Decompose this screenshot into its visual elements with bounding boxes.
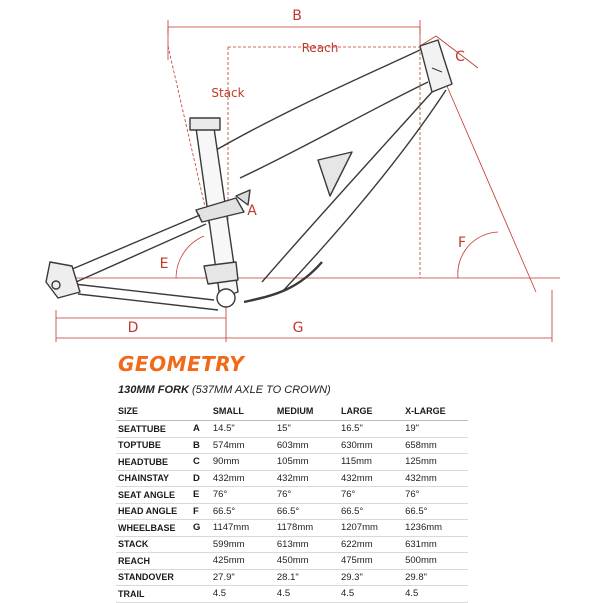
cell-large: 16.5" <box>338 420 404 438</box>
dimension-lines <box>55 20 560 342</box>
row-name: HEADTUBE <box>116 453 192 471</box>
row-letter: A <box>191 420 211 438</box>
cell-small: 76° <box>210 486 275 504</box>
row-letter <box>191 569 211 586</box>
geometry-table: SIZE SMALL MEDIUM LARGE X-LARGE SEATTUBE… <box>116 402 468 603</box>
row-name: HEAD ANGLE <box>116 503 192 520</box>
cell-small: 66.5° <box>210 503 275 520</box>
row-name: SEAT ANGLE <box>116 486 192 504</box>
cell-small: 599mm <box>210 536 275 553</box>
table-row: STANDOVER 27.9"28.1"29.3"29.8" <box>116 569 468 586</box>
row-letter: B <box>191 437 211 454</box>
cell-medium: 105mm <box>274 453 339 471</box>
row-letter <box>191 552 211 570</box>
cell-small: 1147mm <box>210 519 275 537</box>
row-name: WHEELBASE <box>116 519 192 537</box>
cell-large: 475mm <box>338 552 404 570</box>
cell-large: 115mm <box>338 453 404 471</box>
cell-large: 1207mm <box>338 519 404 537</box>
cell-large: 630mm <box>338 437 404 454</box>
label-stack: Stack <box>211 86 244 100</box>
header-size: SIZE <box>116 402 192 421</box>
cell-xlarge: 29.8" <box>403 569 468 586</box>
cell-large: 432mm <box>338 470 404 487</box>
row-letter: G <box>191 519 211 537</box>
cell-medium: 432mm <box>274 470 339 487</box>
cell-small: 27.9" <box>210 569 275 586</box>
cell-xlarge: 500mm <box>403 552 468 570</box>
row-letter: E <box>191 486 211 504</box>
fork-spec-bold: 130MM FORK <box>118 384 189 396</box>
frame-geometry-diagram: B Reach C Stack A F E D G <box>45 8 560 342</box>
label-e: E <box>160 256 169 272</box>
row-letter: F <box>191 503 211 520</box>
row-name: REACH <box>116 552 192 570</box>
row-letter <box>191 536 211 553</box>
cell-xlarge: 658mm <box>403 437 468 454</box>
label-d: D <box>128 320 139 336</box>
cell-small: 14.5" <box>210 420 275 438</box>
label-b: B <box>292 8 302 24</box>
label-f: F <box>458 235 466 251</box>
row-letter: D <box>191 470 211 487</box>
cell-medium: 613mm <box>274 536 339 553</box>
fork-spec: 130MM FORK (537MM AXLE TO CROWN) <box>118 384 331 396</box>
cell-xlarge: 125mm <box>403 453 468 471</box>
cell-medium: 603mm <box>274 437 339 454</box>
bike-frame-drawing <box>45 39 453 311</box>
cell-large: 76° <box>338 486 404 504</box>
row-name: STANDOVER <box>116 569 192 586</box>
cell-small: 574mm <box>210 437 275 454</box>
header-letter <box>191 402 211 421</box>
cell-xlarge: 432mm <box>403 470 468 487</box>
cell-large: 29.3" <box>338 569 404 586</box>
row-name: STACK <box>116 536 192 553</box>
cell-small: 432mm <box>210 470 275 487</box>
header-large: LARGE <box>338 402 404 421</box>
cell-medium: 76° <box>274 486 339 504</box>
geometry-title: GEOMETRY <box>118 352 245 376</box>
row-name: SEATTUBE <box>116 420 192 438</box>
cell-xlarge: 76° <box>403 486 468 504</box>
cell-small: 90mm <box>210 453 275 471</box>
row-name: TOPTUBE <box>116 437 192 454</box>
cell-xlarge: 631mm <box>403 536 468 553</box>
label-g: G <box>293 320 304 336</box>
header-xlarge: X-LARGE <box>403 402 468 421</box>
geometry-table-header: SIZE SMALL MEDIUM LARGE X-LARGE <box>116 402 468 421</box>
cell-xlarge: 19" <box>403 420 468 438</box>
label-reach: Reach <box>302 41 339 55</box>
header-medium: MEDIUM <box>274 402 339 421</box>
cell-medium: 28.1" <box>274 569 339 586</box>
cell-large: 66.5° <box>338 503 404 520</box>
label-a: A <box>247 203 257 219</box>
cell-xlarge: 1236mm <box>403 519 468 537</box>
header-small: SMALL <box>210 402 275 421</box>
cell-xlarge: 66.5° <box>403 503 468 520</box>
fork-spec-detail: (537MM AXLE TO CROWN) <box>191 384 331 396</box>
cell-large: 622mm <box>338 536 404 553</box>
row-name: CHAINSTAY <box>116 470 192 487</box>
cell-medium: 66.5° <box>274 503 339 520</box>
label-c: C <box>455 49 465 65</box>
cell-medium: 450mm <box>274 552 339 570</box>
cell-medium: 15" <box>274 420 339 438</box>
cell-small: 425mm <box>210 552 275 570</box>
row-letter: C <box>191 453 211 471</box>
cell-medium: 1178mm <box>274 519 339 537</box>
